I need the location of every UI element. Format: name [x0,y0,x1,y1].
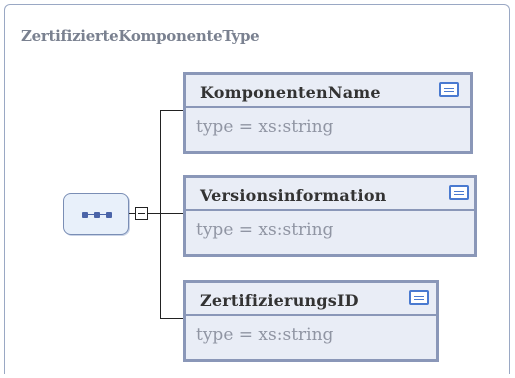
element-header: KomponentenName [186,75,470,108]
element-header: Versionsinformation [186,178,474,211]
element-type: type = xs:string [196,325,334,345]
element-type: type = xs:string [196,220,334,240]
collapse-toggle-icon[interactable] [135,207,148,220]
element-box[interactable]: KomponentenName type = xs:string [183,72,473,154]
annotation-icon[interactable] [439,82,459,97]
element-header: ZertifizierungsID [186,283,436,316]
element-box[interactable]: ZertifizierungsID type = xs:string [183,280,439,362]
annotation-icon[interactable] [409,290,429,305]
complex-type-title: ZertifizierteKomponenteType [21,27,260,45]
element-box[interactable]: Versionsinformation type = xs:string [183,175,477,257]
sequence-compositor[interactable] [63,193,129,235]
branch-line-1 [160,110,183,111]
sequence-icon [82,212,112,218]
compositor-connector [129,213,135,214]
element-name: Versionsinformation [200,186,387,205]
branch-line-2 [160,213,183,214]
tree-stem [148,213,160,214]
annotation-icon[interactable] [449,185,469,200]
branch-line-3 [160,318,183,319]
element-type: type = xs:string [196,117,334,137]
tree-trunk [160,110,161,319]
element-name: ZertifizierungsID [200,291,359,310]
element-name: KomponentenName [200,83,381,102]
